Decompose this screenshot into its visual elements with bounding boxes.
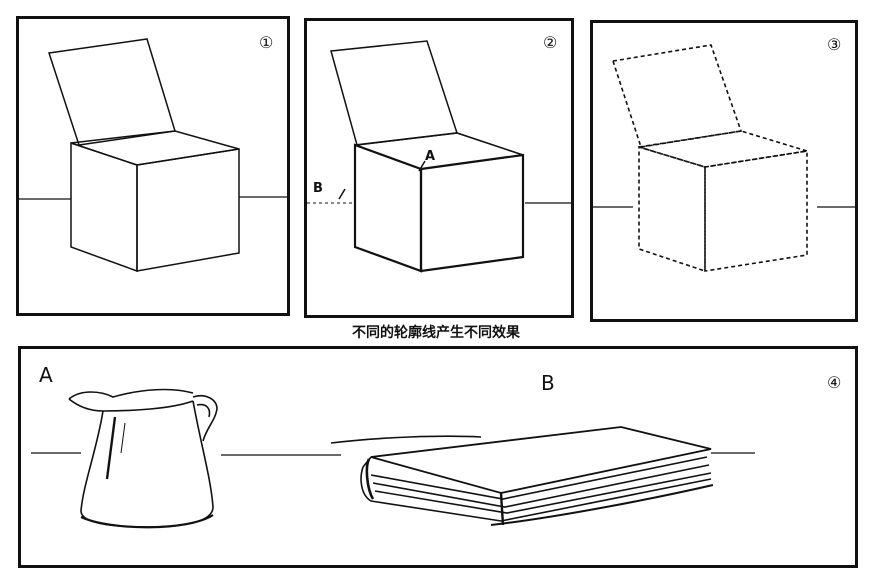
panel-number: ③ xyxy=(827,35,842,54)
panel-number: ④ xyxy=(827,373,842,392)
open-box-drawing-broken xyxy=(593,44,855,273)
label-b: B xyxy=(541,371,555,395)
label-a: A xyxy=(39,363,53,387)
panel-4: A B ④ xyxy=(18,346,858,568)
open-box-drawing-accented xyxy=(307,40,571,273)
caption: 不同的轮廓线产生不同效果 xyxy=(352,325,520,341)
panel-number: ② xyxy=(543,33,558,52)
panel-1: ① xyxy=(16,16,290,316)
open-box-drawing-clean xyxy=(19,38,287,273)
panel-3: ③ xyxy=(590,20,858,322)
label-b: B xyxy=(313,181,323,196)
label-a: A xyxy=(425,149,436,164)
pitcher-and-book-drawing xyxy=(31,388,755,529)
book-drawing xyxy=(330,426,714,526)
pitcher-drawing xyxy=(68,388,218,529)
panel-2: A B ② xyxy=(304,18,574,318)
panel-number: ① xyxy=(259,33,274,52)
